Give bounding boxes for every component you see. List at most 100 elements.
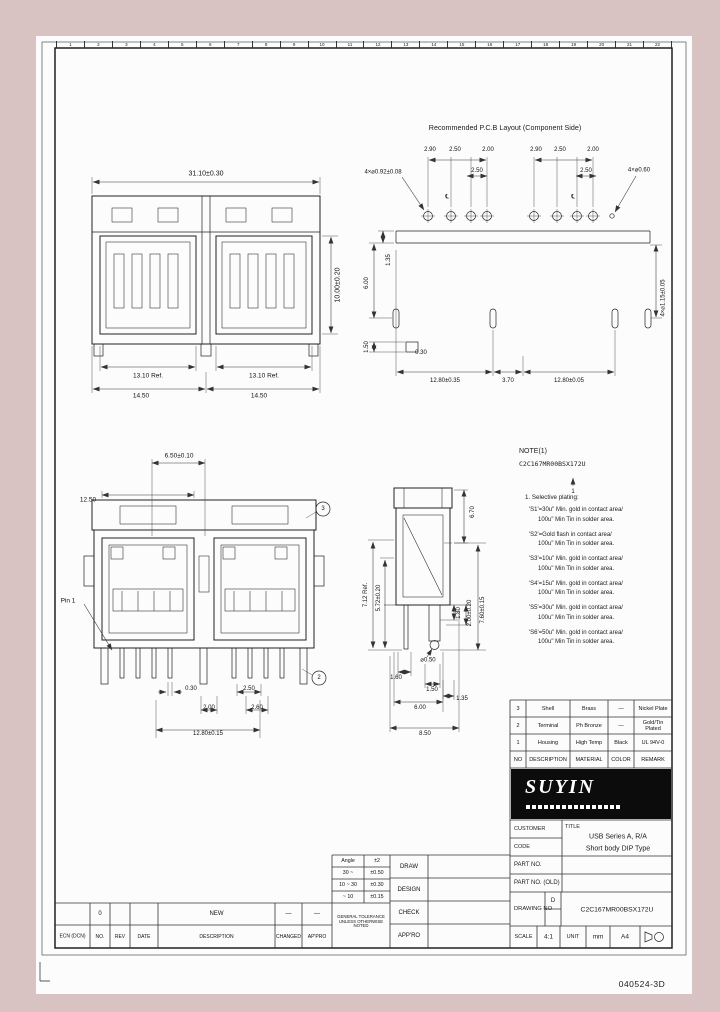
parts-table-cell: High Temp — [575, 739, 603, 746]
ruler-mark: 17 — [504, 41, 533, 48]
pcb-layout-title: Recommended P.C.B Layout (Component Side… — [428, 123, 582, 132]
ruler-mark: 1 — [56, 41, 85, 48]
dimension-label: 4×⌀0.60 — [627, 167, 651, 174]
ruler-mark: 4 — [141, 41, 169, 48]
parts-table-cell: MATERIAL — [575, 756, 603, 763]
drawing-no-value: C2C167MR00BSX172U — [580, 906, 654, 914]
dimension-label: ℄ — [445, 194, 449, 201]
approval-row-label: DRAW — [399, 863, 419, 870]
ruler-mark: 3 — [113, 41, 141, 48]
ruler-mark: 19 — [560, 41, 589, 48]
parts-table-cell: NO — [513, 756, 523, 763]
dimension-label: 2.50 — [449, 147, 461, 153]
dimension-label: 6.00 — [364, 277, 370, 289]
tolerance-note: GENERAL TOLERANCE UNLESS OTHERWISE NOTED — [337, 913, 385, 929]
tolerance-value: ±0.30 — [370, 882, 384, 888]
dimension-label: 2.00 — [203, 705, 215, 711]
dimension-label: 31.10±0.30 — [188, 170, 224, 178]
tolerance-value: ±0.15 — [370, 894, 384, 900]
pcb-layout-view — [369, 157, 662, 376]
dimension-label: 1.50 — [426, 687, 438, 693]
parts-table-cell: REMARK — [641, 756, 665, 763]
customer-label: CUSTOMER — [514, 826, 546, 832]
dimension-label: 2.50 — [554, 147, 566, 153]
dimension-label: 1.80 — [456, 607, 462, 619]
note-item: 'S2'=Gold flash in contact area/100u" Mi… — [529, 531, 615, 548]
ruler-mark: 10 — [309, 41, 337, 48]
parts-table-cell: 2 — [516, 722, 520, 729]
logo-subtitle — [526, 805, 622, 809]
part-no-label: PART NO. — [514, 862, 542, 868]
ecn-header-cell: DATE — [137, 933, 151, 940]
ruler-mark: 6 — [197, 41, 225, 48]
note-item: 'S3'=10u" Min. gold in contact area/100u… — [529, 556, 623, 572]
ruler-mark: 14 — [420, 41, 449, 48]
dimension-label: 4×⌀0.92±0.08 — [364, 169, 402, 176]
dimension-label: 10.00±0.20 — [334, 267, 342, 303]
dimension-label: 12.50 — [79, 496, 97, 504]
dimension-label: 8.50 — [419, 731, 431, 737]
dimension-label: 3.70 — [502, 378, 514, 384]
parts-table-cell: UL 94V-0 — [641, 739, 665, 746]
dimension-label: 14.50 — [250, 392, 268, 400]
dimension-label: 2.50 — [471, 168, 483, 174]
dimension-label: 7.60±0.15 — [480, 596, 486, 624]
unit-label: UNIT — [566, 934, 580, 940]
part-no-old-label: PART NO. (OLD) — [514, 880, 560, 886]
ruler-mark: 20 — [588, 41, 617, 48]
revision-block-grid — [55, 854, 510, 948]
front-view — [91, 177, 338, 393]
dimension-label: 2.00 — [587, 147, 599, 153]
ruler-mark: 13 — [392, 41, 421, 48]
dimension-label: 0.30 — [185, 686, 197, 692]
top-view — [83, 459, 331, 738]
revision-letter: D — [550, 898, 556, 904]
dimension-label: 2.50 — [243, 686, 255, 692]
ruler-mark: 2 — [85, 41, 113, 48]
parts-table-cell: Housing — [537, 739, 559, 746]
dimension-label: 5.72±0.20 — [376, 584, 382, 612]
dimension-label: 7.12 Ref. — [363, 582, 369, 608]
ruler-mark: 5 — [169, 41, 197, 48]
dimension-label: 2.90 — [424, 147, 436, 153]
ruler-mark: 21 — [616, 41, 645, 48]
dimension-label: 13.10 Ref. — [249, 372, 279, 380]
ruler-mark: 11 — [337, 41, 365, 48]
dimension-label: 6.00 — [414, 705, 426, 711]
ecn-header-cell: NO. — [95, 933, 105, 940]
parts-table-cell: Shell — [541, 705, 555, 712]
parts-table-cell: DESCRIPTION — [529, 756, 567, 763]
note-part-number: C2C167MR00BSX172U — [519, 460, 586, 468]
note-item: 'S4'=15u" Min. gold in contact area/100u… — [529, 580, 623, 597]
balloon-terminal: 2 — [317, 675, 321, 681]
approval-row-label: APP'RO — [397, 932, 421, 939]
dimension-label: 2.00 — [482, 147, 494, 153]
balloon-shell: 3 — [321, 506, 325, 512]
dimension-label: 2.60 — [251, 705, 263, 711]
dimension-label: 14.50 — [132, 392, 150, 400]
ruler-mark: 8 — [253, 41, 281, 48]
drawing-title-line2: Short body DIP Type — [585, 845, 651, 853]
dimension-label: Pin 1 — [60, 597, 76, 605]
dimension-label: 2.90 — [530, 147, 542, 153]
parts-table-cell: Terminal — [537, 722, 559, 729]
note-item: 'S6'=50u" Min. gold in contact area/100u… — [529, 629, 623, 646]
tolerance-range: 10 ~ 30 — [339, 882, 357, 888]
ecn-header-cell: REV — [114, 933, 126, 940]
parts-table-cell: 3 — [516, 705, 520, 712]
doc-number: 040524-3D — [618, 979, 666, 989]
approval-row-label: DESIGN — [397, 886, 421, 893]
dimension-label: 2.50 — [580, 168, 592, 174]
parts-table-cell: Gold/Tin Plated — [642, 719, 664, 732]
dimension-label: 1.60 — [390, 675, 402, 681]
suyin-logo: SUYIN — [511, 769, 671, 819]
ecn-header-cell: CHANGED — [275, 933, 302, 940]
ruler-mark: 12 — [364, 41, 393, 48]
ruler-mark: 15 — [448, 41, 477, 48]
note-item: 'S1'=30u" Min. gold in contact area/100u… — [529, 507, 623, 523]
dimension-label: 1.35 — [386, 254, 392, 266]
ecn-row-cell: NEW — [209, 911, 224, 917]
